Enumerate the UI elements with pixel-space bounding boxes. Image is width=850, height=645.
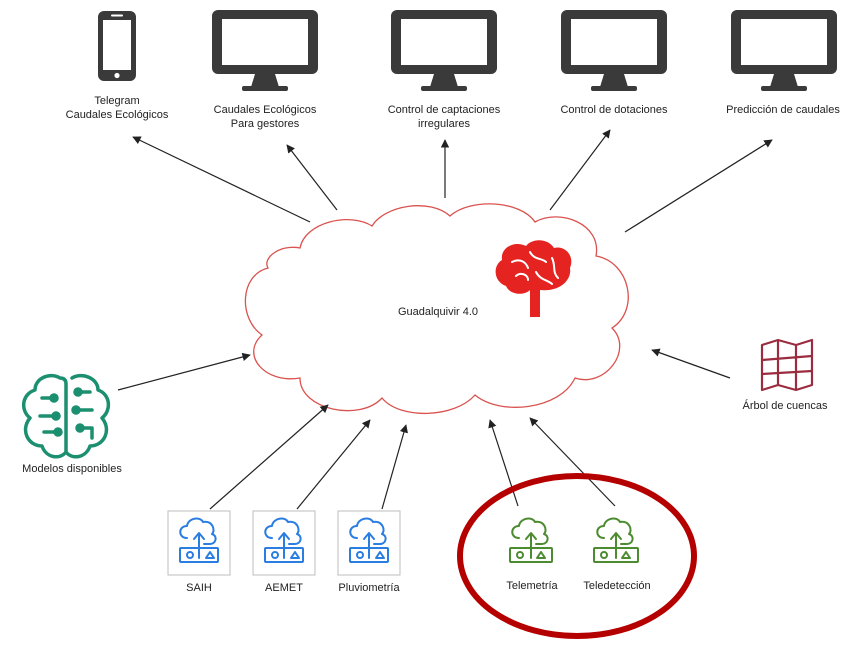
brain-icon: [495, 240, 572, 317]
map-icon: [760, 338, 814, 392]
arrow-to-telegram: [132, 136, 311, 223]
phone-icon: [98, 11, 136, 81]
label-line: Para gestores: [230, 118, 300, 130]
input-box-teledeteccion: [593, 517, 639, 563]
label-gestores: Caudales Ecológicos Para gestores: [214, 103, 317, 131]
input-box-saih: [167, 510, 231, 576]
arrow-from-teledeteccion: [529, 417, 616, 507]
label-line: Predicción de caudales: [726, 104, 840, 116]
label-saih: SAIH: [186, 582, 212, 594]
cloud-upload-icon: [264, 517, 304, 563]
cloud-upload-icon: [349, 517, 389, 563]
input-box-aemet: [252, 510, 316, 576]
label-telegram: Telegram Caudales Ecológicos: [66, 94, 169, 122]
monitor-icon: [212, 10, 318, 91]
label-captaciones: Control de captaciones irregulares: [388, 103, 501, 131]
arrow-from-pluviometria: [381, 424, 408, 510]
arrow-from-arbol: [651, 348, 731, 379]
arrow-from-modelos: [117, 352, 251, 391]
label-line: Caudales Ecológicos: [213, 104, 317, 116]
center-label: Guadalquivir 4.0: [397, 306, 479, 318]
input-box-pluviometria: [337, 510, 401, 576]
monitor-icon: [731, 10, 837, 91]
label-line: Caudales Ecológicos: [65, 109, 169, 121]
arrow-from-saih: [209, 404, 329, 510]
label-dotaciones: Control de dotaciones: [560, 103, 667, 117]
highlight-ellipse: [457, 473, 697, 639]
label-line: Telegram: [94, 95, 140, 107]
arrow-to-dotaciones: [549, 129, 611, 211]
monitor-icon: [561, 10, 667, 91]
arrow-to-prediccion: [624, 139, 773, 233]
arrow-to-gestores: [286, 144, 338, 211]
ml-brain-icon: [22, 373, 111, 459]
label-aemet: AEMET: [265, 582, 303, 594]
label-line: irregulares: [418, 118, 470, 130]
cloud-upload-icon: [509, 517, 553, 563]
cloud-upload-icon: [179, 517, 219, 563]
input-box-telemetria: [509, 517, 553, 563]
label-modelos: Modelos disponibles: [22, 463, 122, 475]
connector-arrows: [117, 129, 773, 510]
label-line: Control de captaciones: [387, 104, 501, 116]
label-line: Control de dotaciones: [560, 104, 668, 116]
cloud-upload-icon: [593, 517, 639, 563]
label-arbol: Árbol de cuencas: [742, 400, 828, 412]
label-telemetria: Telemetría: [506, 580, 558, 592]
label-prediccion: Predicción de caudales: [726, 103, 840, 117]
monitor-icon: [391, 10, 497, 91]
arrow-from-aemet: [296, 419, 371, 510]
label-teledeteccion: Teledetección: [583, 580, 651, 592]
label-pluviometria: Pluviometría: [338, 582, 400, 594]
